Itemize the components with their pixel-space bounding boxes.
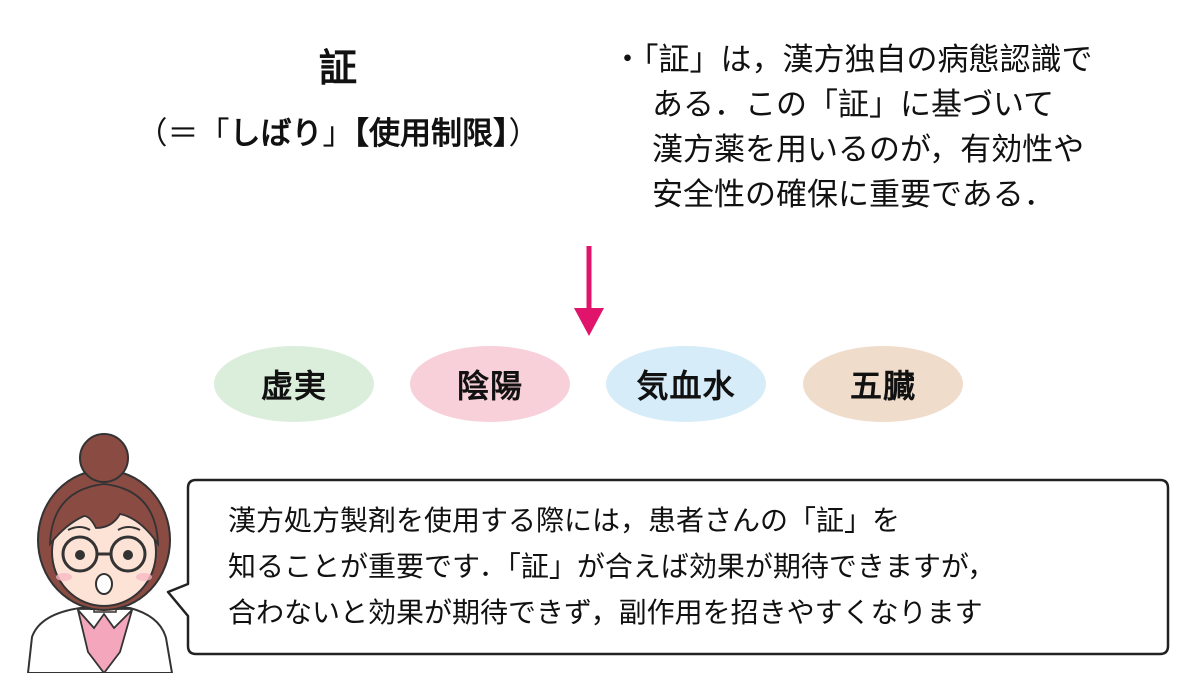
subtitle-prefix: （＝「 — [136, 116, 230, 152]
bullet-line-4: 安全性の確保に重要である． — [652, 177, 1055, 213]
speech-line-3: 合わないと効果が期待できず，副作用を招きやすくなります — [228, 596, 983, 629]
down-arrow-icon — [574, 246, 604, 336]
category-pill-gozou: 五臓 — [803, 346, 963, 422]
bullet-line-3: 漢方薬を用いるのが，有効性や — [652, 132, 1085, 168]
title: 証 — [318, 46, 357, 90]
category-pill-kiketsusui: 気血水 — [606, 346, 766, 422]
subtitle-bold-shibari: しばり — [229, 116, 323, 152]
bullet-marker: ・ — [612, 42, 643, 78]
subtitle-bold-usage-restriction: 【使用制限】 — [353, 116, 509, 152]
category-pill-kyojitsu: 虚実 — [214, 346, 374, 422]
pharmacist-avatar — [26, 433, 174, 673]
speech-bubble — [166, 478, 1170, 656]
speech-line-2: 知ることが重要です．「証」が合えば効果が期待できますが， — [228, 550, 996, 583]
speech-line-1: 漢方処方製剤を使用する際には，患者さんの「証」を — [228, 504, 901, 537]
subtitle: （＝「しばり」【使用制限】） — [0, 116, 676, 153]
speech-text: 漢方処方製剤を使用する際には，患者さんの「証」を 知ることが重要です．「証」が合… — [228, 498, 1178, 636]
bullet-line-2: ある．この「証」に基づいて — [652, 87, 1055, 123]
subtitle-suffix: ） — [508, 116, 540, 152]
speech-area — [26, 433, 1170, 673]
bullet-line-1: ・「証」は，漢方独自の病態認識で — [612, 42, 1093, 78]
subtitle-mid: 」 — [322, 116, 354, 152]
category-pill-inyou: 陰陽 — [410, 346, 570, 422]
bullet-note: ・「証」は，漢方独自の病態認識で ある．この「証」に基づいて 漢方薬を用いるのが… — [612, 38, 1192, 218]
